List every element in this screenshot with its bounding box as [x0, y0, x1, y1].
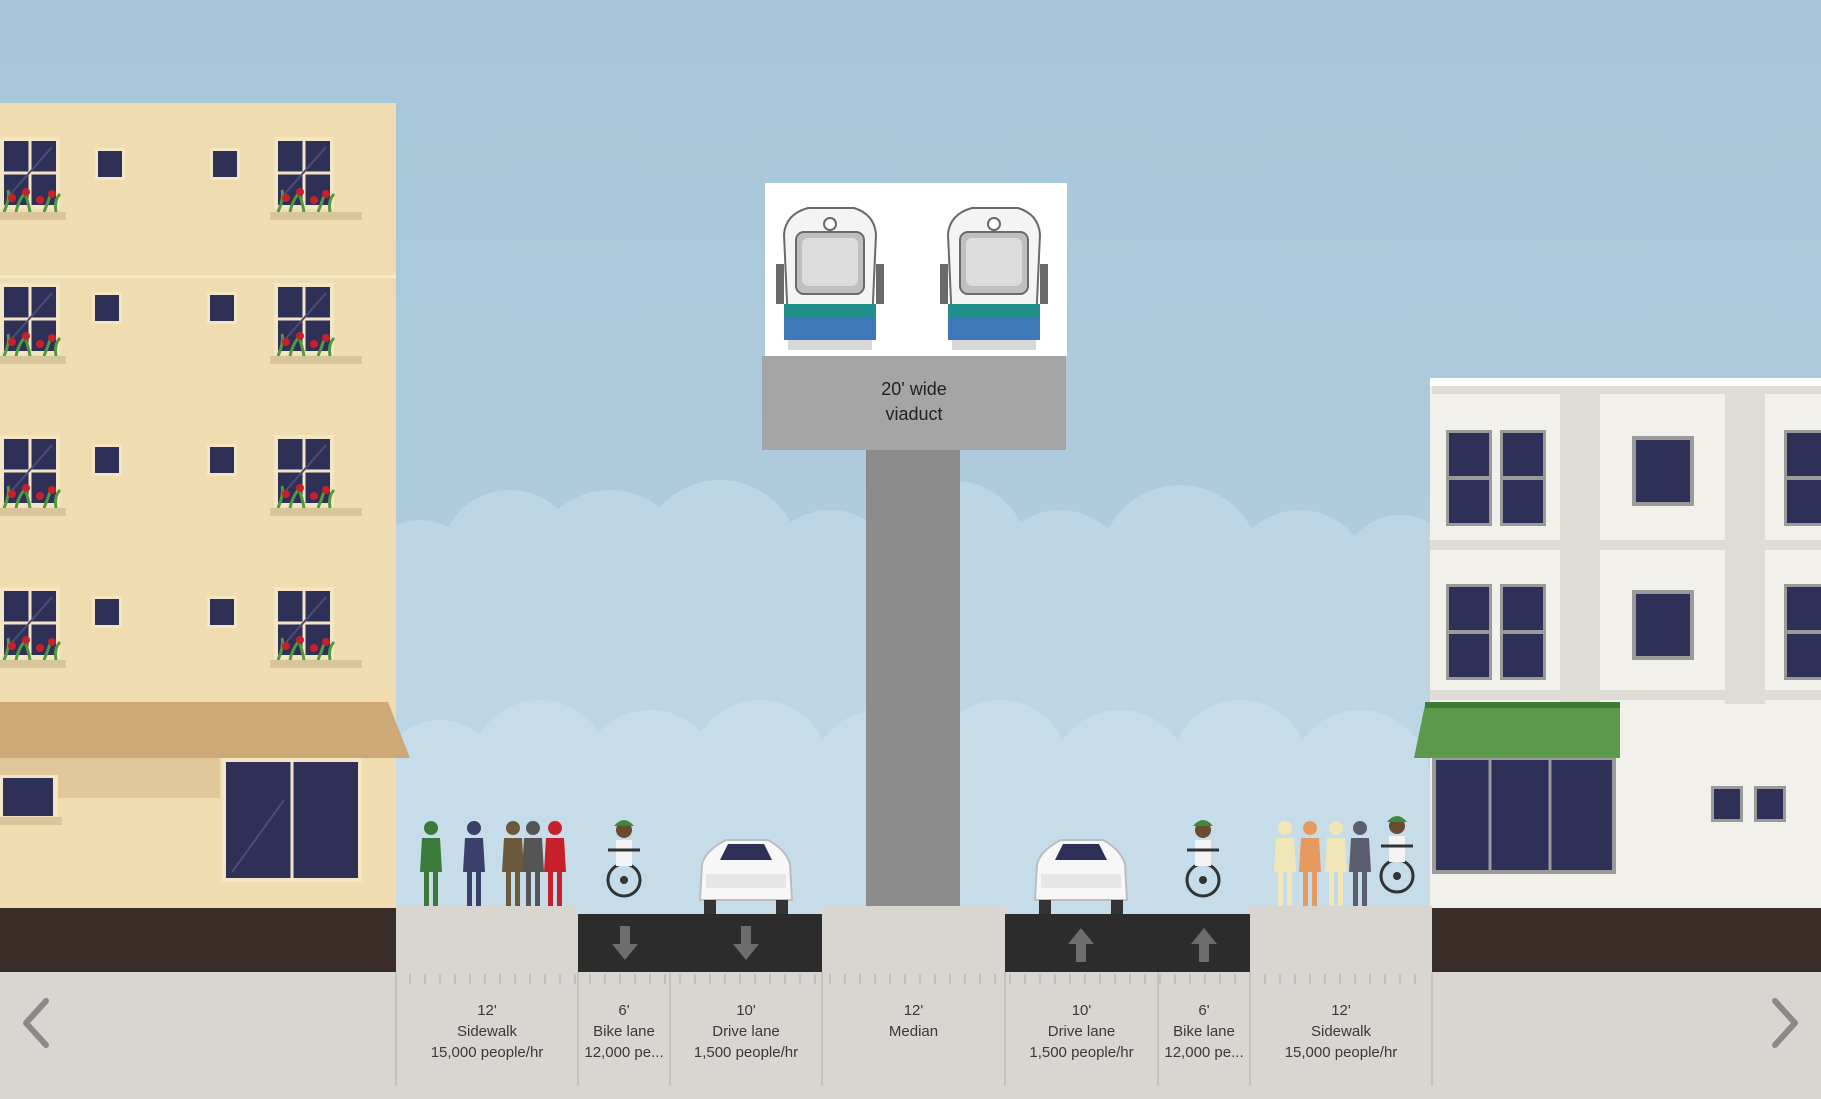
- viaduct-column: [866, 450, 960, 906]
- right-building: [1414, 378, 1821, 908]
- segment-width: 10': [736, 1002, 756, 1019]
- train-left: [775, 207, 885, 351]
- viaduct-label: 20' wide viaduct: [762, 377, 1066, 427]
- segment-name: Sidewalk: [456, 1023, 518, 1040]
- arrow-down-icon: [733, 926, 759, 960]
- segment-name: Sidewalk: [1310, 1023, 1372, 1040]
- segment-name: Bike lane: [1173, 1023, 1235, 1040]
- segment-capacity: 1,500 people/hr: [1029, 1044, 1134, 1061]
- left-curb: [0, 908, 396, 972]
- segment-label-sidewalk-right[interactable]: 12' Sidewalk 15,000 people/hr: [1250, 1000, 1432, 1063]
- arrow-down-icon: [612, 926, 638, 960]
- segment-median: [822, 906, 1005, 972]
- segment-label-bike-lane-right[interactable]: 6' Bike lane 12,000 pe...: [1158, 1000, 1250, 1063]
- segment-capacity: 15,000 people/hr: [430, 1044, 544, 1061]
- measure-ticks: [409, 974, 1416, 984]
- viaduct-deck: [762, 356, 1066, 450]
- viaduct-label-line1: 20' wide: [881, 379, 947, 399]
- segment-capacity: 12,000 pe...: [584, 1044, 664, 1061]
- street-segments: [396, 906, 1432, 972]
- segment-width: 12': [1331, 1002, 1351, 1019]
- segment-capacity: 15,000 people/hr: [1284, 1044, 1398, 1061]
- segment-width: 12': [903, 1002, 924, 1019]
- segment-dividers: [395, 972, 1433, 1086]
- segment-sidewalk-left: [396, 906, 578, 972]
- segment-name: Drive lane: [1047, 1023, 1116, 1040]
- segment-label-bike-lane-left[interactable]: 6' Bike lane 12,000 pe...: [578, 1000, 670, 1063]
- lane-arrows: [612, 926, 1217, 962]
- segment-width: 10': [1071, 1002, 1092, 1019]
- segment-label-drive-lane-right[interactable]: 10' Drive lane 1,500 people/hr: [1005, 1000, 1158, 1063]
- chevron-right-icon: [1772, 998, 1798, 1048]
- segment-label-drive-lane-left[interactable]: 10' Drive lane 1,500 people/hr: [670, 1000, 822, 1063]
- segment-name: Bike lane: [593, 1023, 655, 1040]
- info-strip: [0, 972, 1821, 1099]
- chevron-left-icon: [23, 998, 49, 1048]
- viaduct-label-line2: viaduct: [885, 404, 943, 424]
- segment-label-median[interactable]: 12' Median: [822, 1000, 1005, 1042]
- left-building: [0, 103, 410, 908]
- segment-sidewalk-right: [1250, 906, 1432, 972]
- arrow-up-icon: [1191, 928, 1217, 962]
- segment-capacity: 1,500 people/hr: [693, 1044, 799, 1061]
- segment-name: Drive lane: [712, 1023, 780, 1040]
- segment-width: 6': [618, 1002, 630, 1019]
- segment-width: 6': [1198, 1002, 1210, 1019]
- segment-name: Median: [888, 1023, 939, 1040]
- segment-width: 12': [477, 1002, 497, 1019]
- scroll-left-button[interactable]: [16, 993, 56, 1053]
- right-curb: [1432, 908, 1821, 972]
- segment-capacity: 12,000 pe...: [1164, 1044, 1244, 1061]
- arrow-up-icon: [1068, 928, 1094, 962]
- segment-label-sidewalk-left[interactable]: 12' Sidewalk 15,000 people/hr: [396, 1000, 578, 1063]
- scroll-right-button[interactable]: [1765, 993, 1805, 1053]
- train-right: [939, 207, 1049, 351]
